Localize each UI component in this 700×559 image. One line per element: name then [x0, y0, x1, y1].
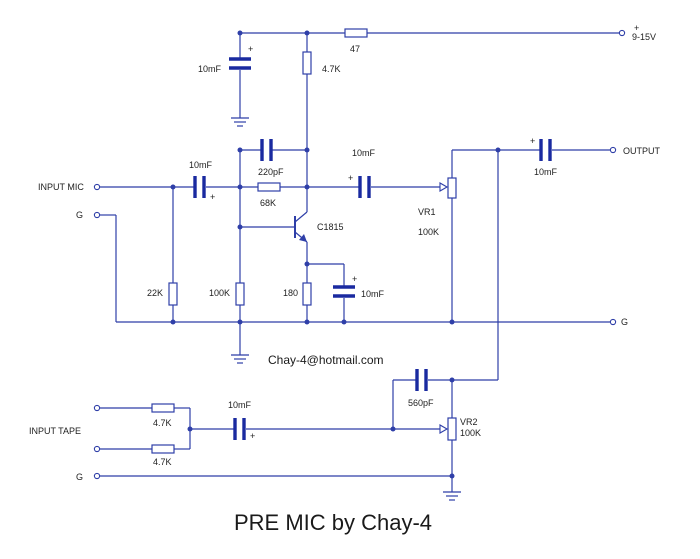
r-collector-label: 4.7K: [322, 64, 341, 74]
terminal-output: [609, 146, 617, 154]
c-supply-polarity: +: [248, 44, 253, 54]
c-input-polarity: +: [210, 192, 215, 202]
r-tape2-label: 4.7K: [153, 457, 172, 467]
input-mic-label: INPUT MIC: [38, 182, 84, 192]
c-feedback-label: 220pF: [258, 167, 284, 177]
c-final-label: 10mF: [534, 167, 558, 177]
r-feedback-label: 68K: [260, 198, 276, 208]
r-100k-label: 100K: [209, 288, 230, 298]
terminal-tape1: [93, 404, 101, 412]
junction-dots: [170, 30, 501, 479]
vr2-wiper-icon: [439, 424, 449, 434]
terminal-g-mic: [93, 211, 101, 219]
diagram-title: PRE MIC by Chay-4: [234, 510, 432, 535]
c-output-polarity: +: [348, 173, 353, 183]
r-supply-label: 47: [350, 44, 360, 54]
potentiometer-vr2: [447, 417, 457, 441]
author-email: Chay-4@hotmail.com: [268, 353, 384, 367]
c-emitter-polarity: +: [352, 274, 357, 284]
c-emitter-label: 10mF: [361, 289, 385, 299]
g-right-label: G: [621, 317, 628, 327]
transistor-c1815: [294, 211, 308, 243]
capacitors: [193, 57, 552, 440]
resistor-47: [344, 28, 368, 38]
transistor-label: C1815: [317, 222, 344, 232]
terminal-tape2: [93, 445, 101, 453]
terminal-g-tape: [93, 472, 101, 480]
c-supply-label: 10mF: [198, 64, 222, 74]
terminal-supply: [618, 29, 626, 37]
resistor-22k: [168, 282, 178, 306]
g-mic-label: G: [76, 210, 83, 220]
c-output-label: 10mF: [352, 148, 376, 158]
terminal-input-mic: [93, 183, 101, 191]
vr2-name-label: VR2: [460, 417, 478, 427]
resistor-tape2: [151, 444, 175, 454]
vr1-name-label: VR1: [418, 207, 436, 217]
labels: + 9-15V 47 10mF + 4.7K 220pF 68K 10mF + …: [29, 23, 661, 535]
ground-icon: [231, 117, 249, 127]
potentiometer-vr1: [447, 177, 457, 199]
wires: [100, 32, 619, 492]
c-560-label: 560pF: [408, 398, 434, 408]
resistor-100k: [235, 282, 245, 306]
c-final-polarity: +: [530, 136, 535, 146]
r-22k-label: 22K: [147, 288, 163, 298]
vr1-value-label: 100K: [418, 227, 439, 237]
ground-icon: [231, 354, 249, 364]
r-tape1-label: 4.7K: [153, 418, 172, 428]
c-tape-polarity: +: [250, 431, 255, 441]
resistor-tape1: [151, 403, 175, 413]
input-tape-label: INPUT TAPE: [29, 426, 81, 436]
g-tape-label: G: [76, 472, 83, 482]
terminals: [93, 29, 626, 480]
vr1-wiper-icon: [439, 182, 449, 192]
ground-icon: [443, 491, 461, 501]
r-emitter-label: 180: [283, 288, 298, 298]
c-tape-label: 10mF: [228, 400, 252, 410]
terminal-g-right: [609, 318, 617, 326]
c-input-label: 10mF: [189, 160, 213, 170]
resistor-collector: [302, 51, 312, 75]
output-label: OUTPUT: [623, 146, 661, 156]
supply-voltage-label: 9-15V: [632, 32, 656, 42]
ground-symbols: [231, 117, 461, 501]
resistor-180: [302, 282, 312, 306]
supply-plus-label: +: [634, 23, 639, 33]
resistors: [151, 28, 457, 454]
resistor-68k: [257, 182, 281, 192]
vr2-value-label: 100K: [460, 428, 481, 438]
